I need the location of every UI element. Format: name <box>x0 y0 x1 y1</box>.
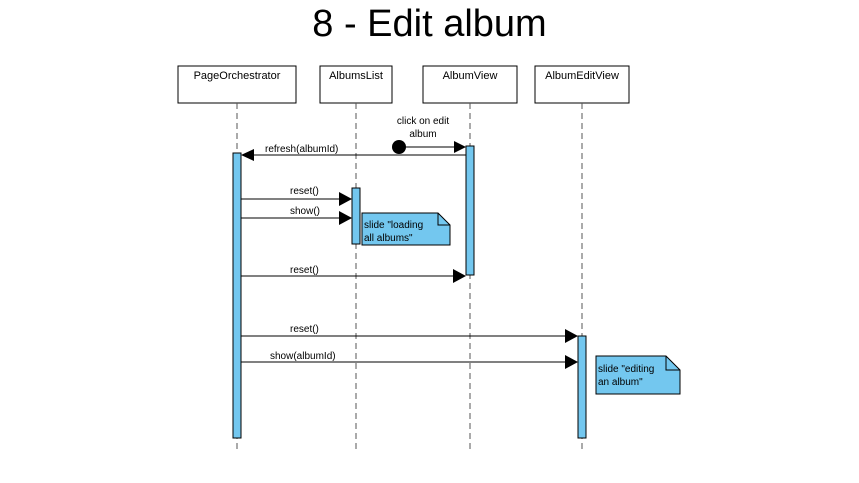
message-refresh: refresh(albumId) <box>241 144 466 161</box>
note-loading-albums: slide "loading all albums" <box>361 212 451 246</box>
activation-albums-list <box>351 187 361 245</box>
activation-page-orchestrator <box>232 152 242 439</box>
participant-label: AlbumView <box>443 70 498 82</box>
message-label: reset() <box>290 186 319 197</box>
message-reset-album-edit-view: reset() <box>241 324 578 343</box>
message-label: show(albumId) <box>270 351 336 362</box>
participant-label: AlbumEditView <box>545 70 619 82</box>
participant-album-view: AlbumView <box>422 65 518 104</box>
message-label: refresh(albumId) <box>265 144 338 155</box>
message-label: click on edit <box>397 116 449 127</box>
note-text: an album" <box>598 377 643 388</box>
message-reset-album-view: reset() <box>241 265 466 283</box>
participant-label: PageOrchestrator <box>194 70 281 82</box>
diagram-title: 8 - Edit album <box>312 3 547 45</box>
message-reset-albums-list: reset() <box>241 186 352 206</box>
participant-album-edit-view: AlbumEditView <box>534 65 630 104</box>
message-label: show() <box>290 206 320 217</box>
message-label: reset() <box>290 324 319 335</box>
message-label: album <box>409 129 436 140</box>
participant-label: AlbumsList <box>329 70 383 82</box>
activation-album-view <box>465 145 475 276</box>
note-text: all albums" <box>364 233 413 244</box>
message-label: reset() <box>290 265 319 276</box>
message-show-album-edit-view: show(albumId) <box>241 351 578 369</box>
message-found-click: click on edit album <box>392 116 466 154</box>
activation-album-edit-view <box>577 335 587 439</box>
note-text: slide "editing <box>598 364 654 375</box>
note-text: slide "loading <box>364 220 423 231</box>
participant-albums-list: AlbumsList <box>319 65 393 104</box>
note-editing-album: slide "editing an album" <box>595 355 681 395</box>
participant-page-orchestrator: PageOrchestrator <box>177 65 297 104</box>
message-show-albums-list: show() <box>241 206 352 225</box>
